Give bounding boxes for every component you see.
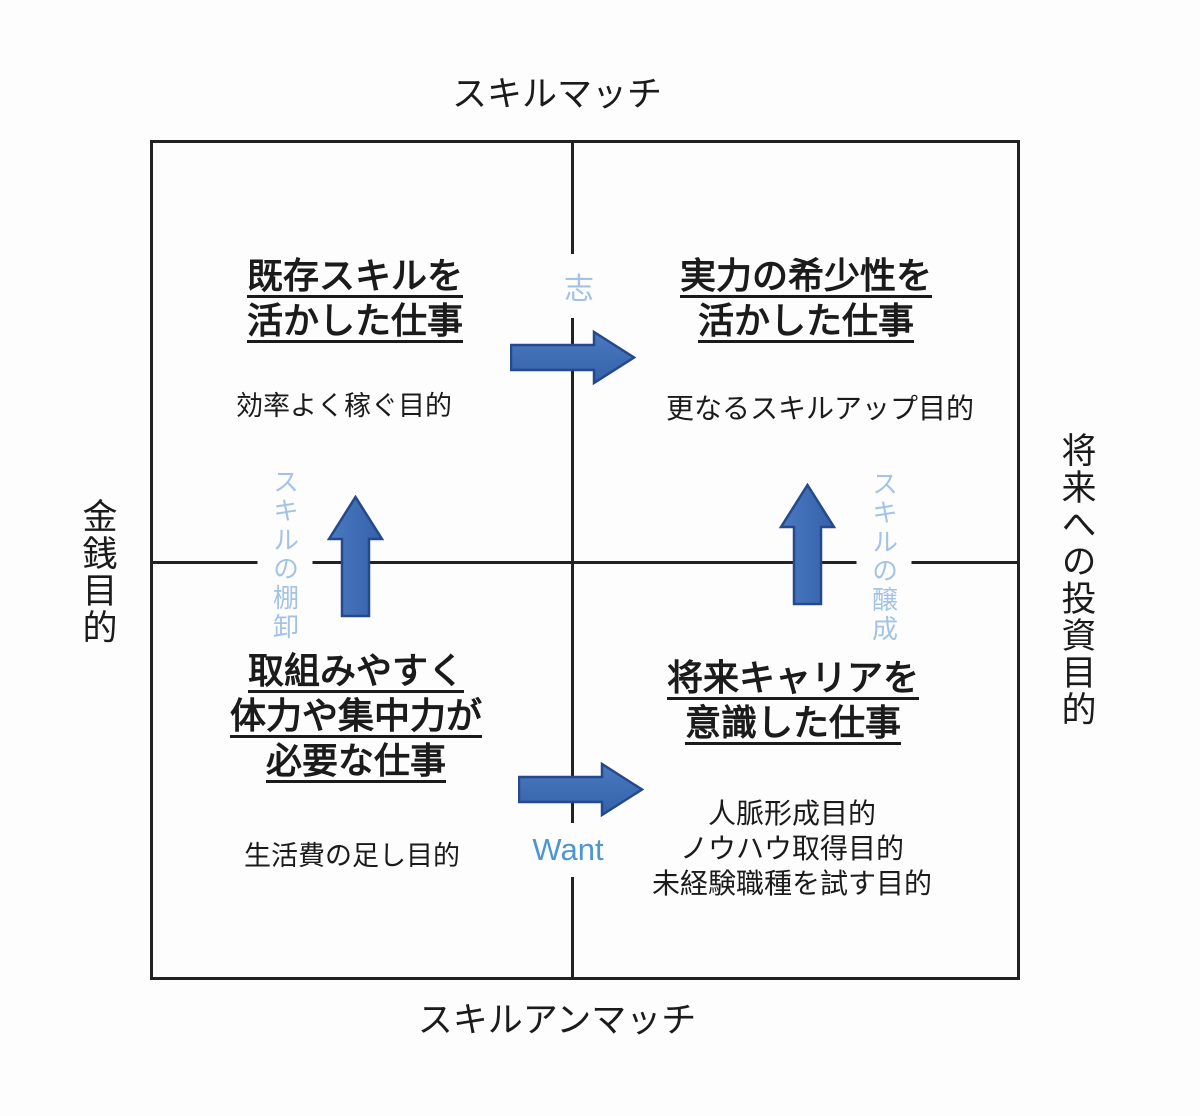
vertical-axis-line: [571, 140, 574, 977]
arrow-up-left-icon: [327, 495, 384, 618]
quadrant-bottom-left-subtitle: 生活費の足し目的: [244, 841, 460, 871]
quadrant-top-left-subtitle: 効率よく稼ぐ目的: [236, 391, 452, 421]
quadrant-top-right-subtitle: 更なるスキルアップ目的: [665, 393, 975, 424]
axis-label-top: スキルマッチ: [451, 75, 663, 114]
matrix-frame: [150, 140, 1020, 980]
flow-label-skill-jousei: スキルの醸成: [856, 468, 912, 646]
flow-label-kokorozashi: 志: [558, 254, 600, 318]
arrow-up-right-icon: [779, 483, 836, 606]
flow-label-skill-tanaoroshi: スキルの棚卸: [257, 466, 313, 644]
quadrant-top-left-title: 既存スキルを 活かした仕事: [246, 255, 464, 341]
quadrant-top-right-title: 実力の希少性を 活かした仕事: [679, 255, 933, 341]
horizontal-axis-line: [150, 561, 1017, 564]
axis-label-left: 金銭目的: [77, 498, 117, 646]
axis-label-right: 将来への投資目的: [1056, 432, 1096, 728]
arrow-right-bottom-icon: [518, 761, 645, 818]
flow-label-want: Want: [522, 823, 614, 877]
quadrant-bottom-right-title: 将来キャリアを 意識した仕事: [666, 657, 920, 743]
axis-label-bottom: スキルアンマッチ: [417, 1001, 697, 1040]
arrow-right-top-icon: [510, 329, 637, 386]
quadrant-bottom-right-subtitle: 人脈形成目的 ノウハウ取得目的 未経験職種を試す目的: [651, 798, 933, 899]
quadrant-bottom-left-title: 取組みやすく 体力や集中力が 必要な仕事: [229, 650, 483, 781]
